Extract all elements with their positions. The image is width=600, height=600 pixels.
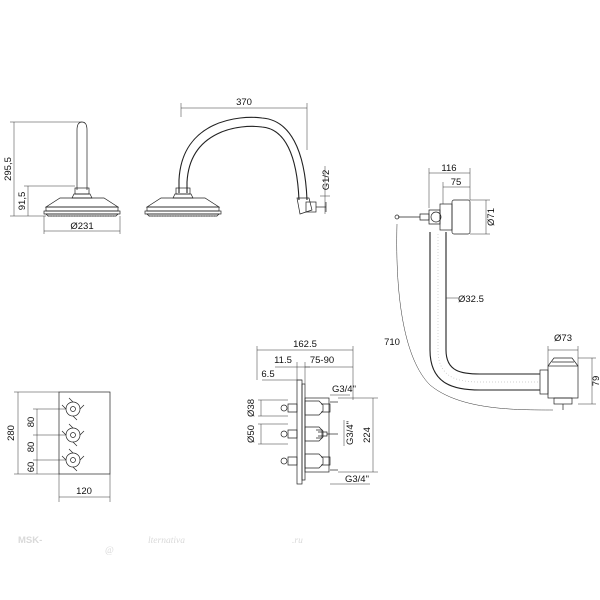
valve-thread-top-label: G3/4" <box>332 384 356 395</box>
valve-thread-mid-label: G3/4" <box>345 421 356 445</box>
plate-width-label: 120 <box>76 486 92 497</box>
hose-corrugation <box>437 234 540 383</box>
arm-thread-label: G1/2 <box>321 170 332 191</box>
bath-filler-waste: 710 116 75 Ø71 Ø32.5 Ø73 79 <box>384 163 600 411</box>
valve-adjust-label: 75-90 <box>310 355 334 366</box>
head-drop-label: 91,5 <box>17 192 28 211</box>
watermark: MSK- @ lternativa .ru <box>18 535 303 556</box>
arm-length-label: 370 <box>236 97 252 108</box>
valve-depth-label: 162.5 <box>293 339 317 350</box>
watermark-at-sign: @ <box>105 546 114 556</box>
waste-diameter-label: Ø73 <box>554 333 572 344</box>
head-diameter-label: Ø231 <box>70 221 93 232</box>
valve-side-view: 162.5 11.5 75-90 6.5 G3/4" G3/4" G3/4" Ø… <box>246 339 378 485</box>
hose-diameter-label: Ø32.5 <box>458 294 484 305</box>
shower-arm-side-view: 370 G1/2 <box>144 97 332 217</box>
handle-side-bottom <box>280 453 331 469</box>
spout-overall-label: 116 <box>441 163 456 174</box>
valve-plate-front-view: 280 80 80 60 120 <box>6 391 111 502</box>
valve-offset-label: 11.5 <box>274 355 292 366</box>
valve-inset-label: 6.5 <box>261 369 274 380</box>
handle-side-top <box>280 400 331 416</box>
valve-height-label: 224 <box>362 427 373 443</box>
knob-diameter-top-label: Ø38 <box>246 399 257 417</box>
waste-height-label: 79 <box>591 376 600 387</box>
spout-body-label: 75 <box>451 177 462 188</box>
hose-length-label: 710 <box>384 337 400 348</box>
plate-spacing-bottom-label: 60 <box>26 462 37 473</box>
plate-height-label: 280 <box>6 425 17 441</box>
watermark-brand-left: MSK- <box>18 535 42 546</box>
plate-spacing-mid-label: 80 <box>26 442 37 453</box>
knob-diameter-mid-label: Ø50 <box>246 425 257 443</box>
head-height-label: 295,5 <box>3 157 14 181</box>
handle-side-mid <box>280 426 338 442</box>
spout-diameter-label: Ø71 <box>486 208 497 226</box>
plate-spacing-top-label: 80 <box>26 417 37 428</box>
watermark-brand-right: lternativa <box>148 536 185 546</box>
valve-thread-bottom-label: G3/4" <box>345 474 369 485</box>
shower-head-front-view: 295,5 91,5 Ø231 <box>3 121 121 234</box>
watermark-brand-tld: .ru <box>292 536 303 546</box>
